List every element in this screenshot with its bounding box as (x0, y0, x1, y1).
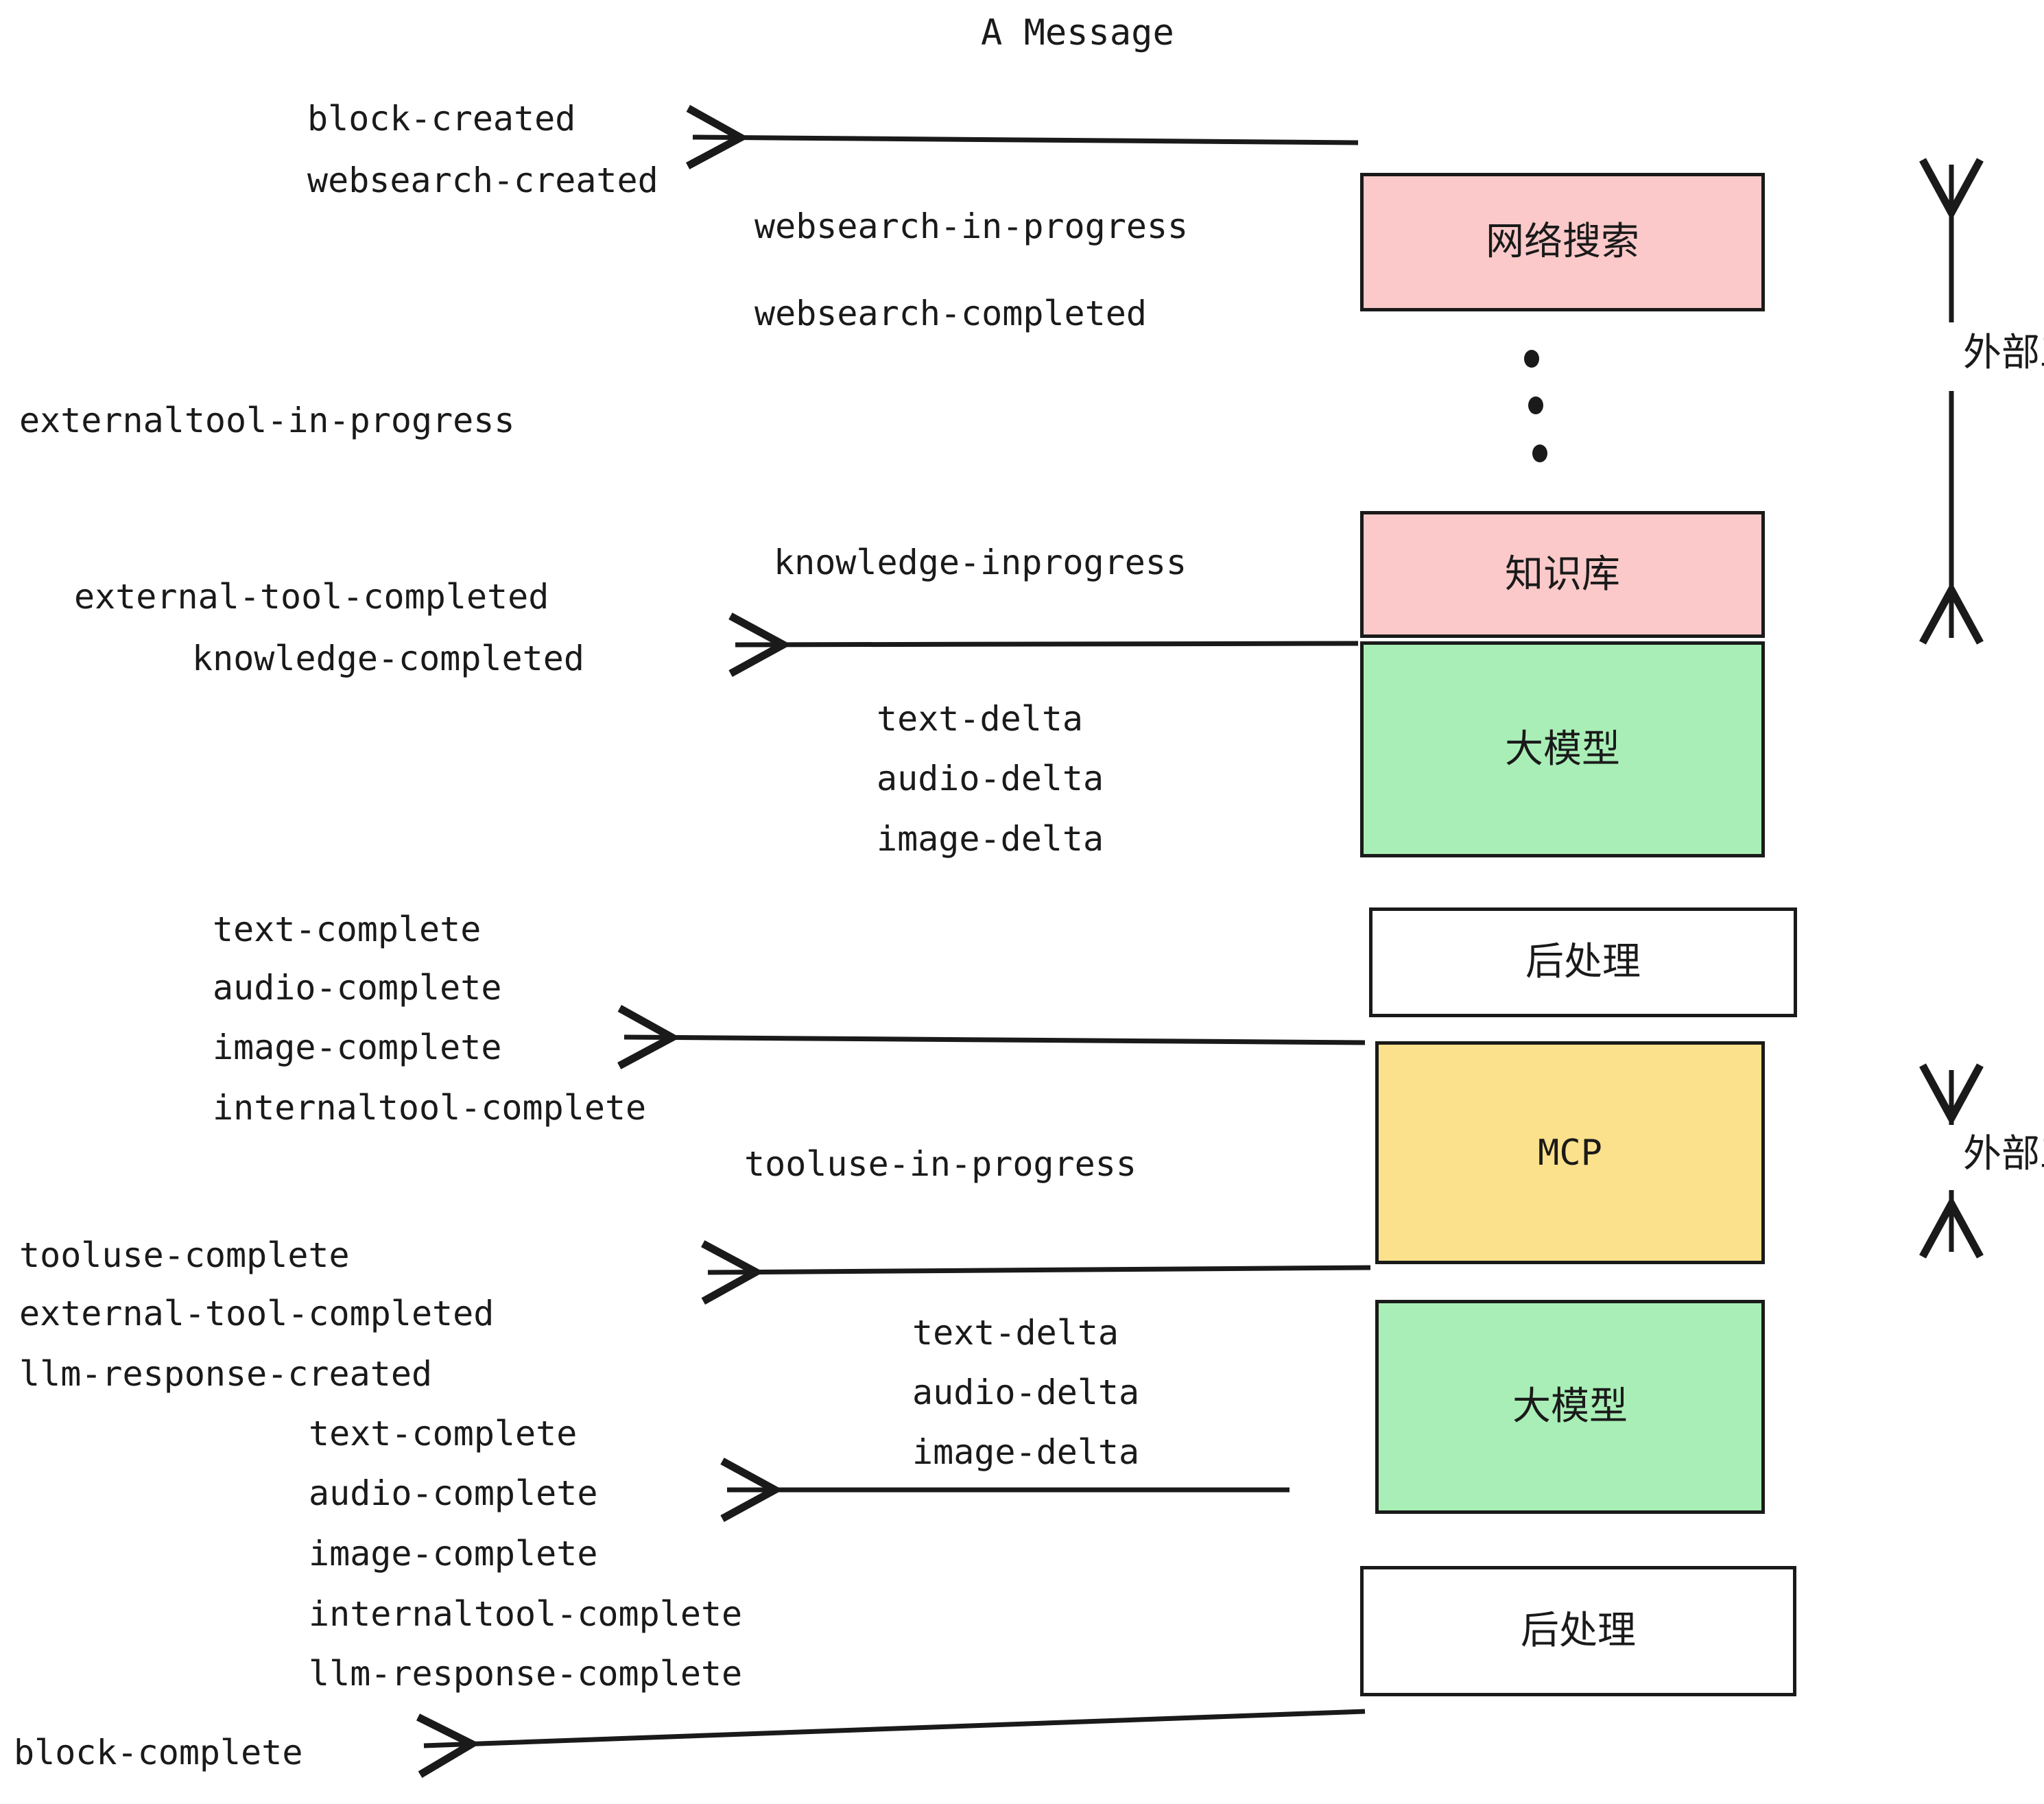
arrow-postprocess2-to-left (424, 1709, 1366, 1746)
node-knowledge-label: 知识库 (1505, 551, 1620, 597)
event-label-audio-complete-2: audio-complete (309, 1473, 598, 1513)
side-label-external-tools-bottom: 外部工具 (1963, 1132, 2044, 1176)
event-label-external-tool-completed-1: external-tool-completed (74, 577, 549, 617)
event-label-websearch-in-progress: websearch-in-progress (754, 206, 1189, 246)
event-label-image-delta-2: image-delta (912, 1432, 1140, 1472)
event-label-externaltool-in-progress: externaltool-in-progress (19, 401, 515, 440)
event-label-websearch-created: websearch-created (307, 161, 658, 200)
event-label-llm-response-created: llm-response-created (19, 1354, 433, 1394)
page-title: A Message (981, 12, 1174, 54)
event-label-image-complete-2: image-complete (309, 1534, 598, 1574)
event-label-tooluse-in-progress: tooluse-in-progress (744, 1144, 1137, 1184)
node-mcp-label: MCP (1538, 1132, 1602, 1174)
event-label-internaltool-complete-1: internaltool-complete (213, 1088, 647, 1128)
node-websearch-label: 网络搜索 (1486, 219, 1639, 264)
node-postprocess-2[interactable]: 后处理 (1360, 1566, 1796, 1696)
event-label-internaltool-complete-2: internaltool-complete (309, 1594, 743, 1634)
node-websearch[interactable]: 网络搜索 (1360, 173, 1765, 311)
side-label-external-tools-top: 外部工具 (1963, 331, 2044, 375)
node-postprocess-2-label: 后处理 (1521, 1609, 1636, 1653)
event-label-audio-complete-1: audio-complete (213, 968, 502, 1008)
event-label-image-complete-1: image-complete (213, 1028, 502, 1067)
node-postprocess-1[interactable]: 后处理 (1369, 907, 1797, 1017)
arrow-postprocess1-to-left (624, 1037, 1366, 1043)
event-label-text-complete-1: text-complete (213, 910, 482, 949)
node-postprocess-1-label: 后处理 (1525, 940, 1641, 984)
arrow-mcp-to-left (708, 1268, 1371, 1272)
node-llm-2[interactable]: 大模型 (1375, 1300, 1765, 1514)
event-label-text-complete-2: text-complete (309, 1414, 578, 1453)
ellipsis-dot (1532, 444, 1547, 462)
ellipsis-dot (1528, 396, 1543, 414)
event-label-block-created: block-created (307, 99, 576, 139)
event-label-image-delta-1: image-delta (877, 819, 1104, 859)
arrow-knowledge-to-left (735, 643, 1359, 645)
event-label-block-complete: block-complete (14, 1733, 303, 1772)
node-llm-2-label: 大模型 (1512, 1384, 1628, 1429)
node-mcp[interactable]: MCP (1375, 1041, 1765, 1264)
arrow-websearch-to-left (693, 137, 1359, 143)
event-label-external-tool-completed-2: external-tool-completed (19, 1294, 495, 1333)
event-label-tooluse-complete: tooluse-complete (19, 1235, 350, 1275)
event-label-llm-response-complete: llm-response-complete (309, 1654, 743, 1694)
event-label-knowledge-completed: knowledge-completed (192, 639, 584, 678)
node-llm-1-label: 大模型 (1505, 726, 1620, 772)
event-label-text-delta-2: text-delta (912, 1313, 1119, 1353)
node-knowledge[interactable]: 知识库 (1360, 511, 1765, 638)
event-label-knowledge-inprogress: knowledge-inprogress (774, 543, 1187, 582)
event-label-audio-delta-1: audio-delta (877, 759, 1104, 798)
node-llm-1[interactable]: 大模型 (1360, 641, 1765, 857)
event-label-audio-delta-2: audio-delta (912, 1373, 1140, 1412)
event-label-text-delta-1: text-delta (877, 699, 1084, 739)
event-label-websearch-completed: websearch-completed (754, 294, 1147, 333)
ellipsis-dot (1524, 350, 1539, 368)
